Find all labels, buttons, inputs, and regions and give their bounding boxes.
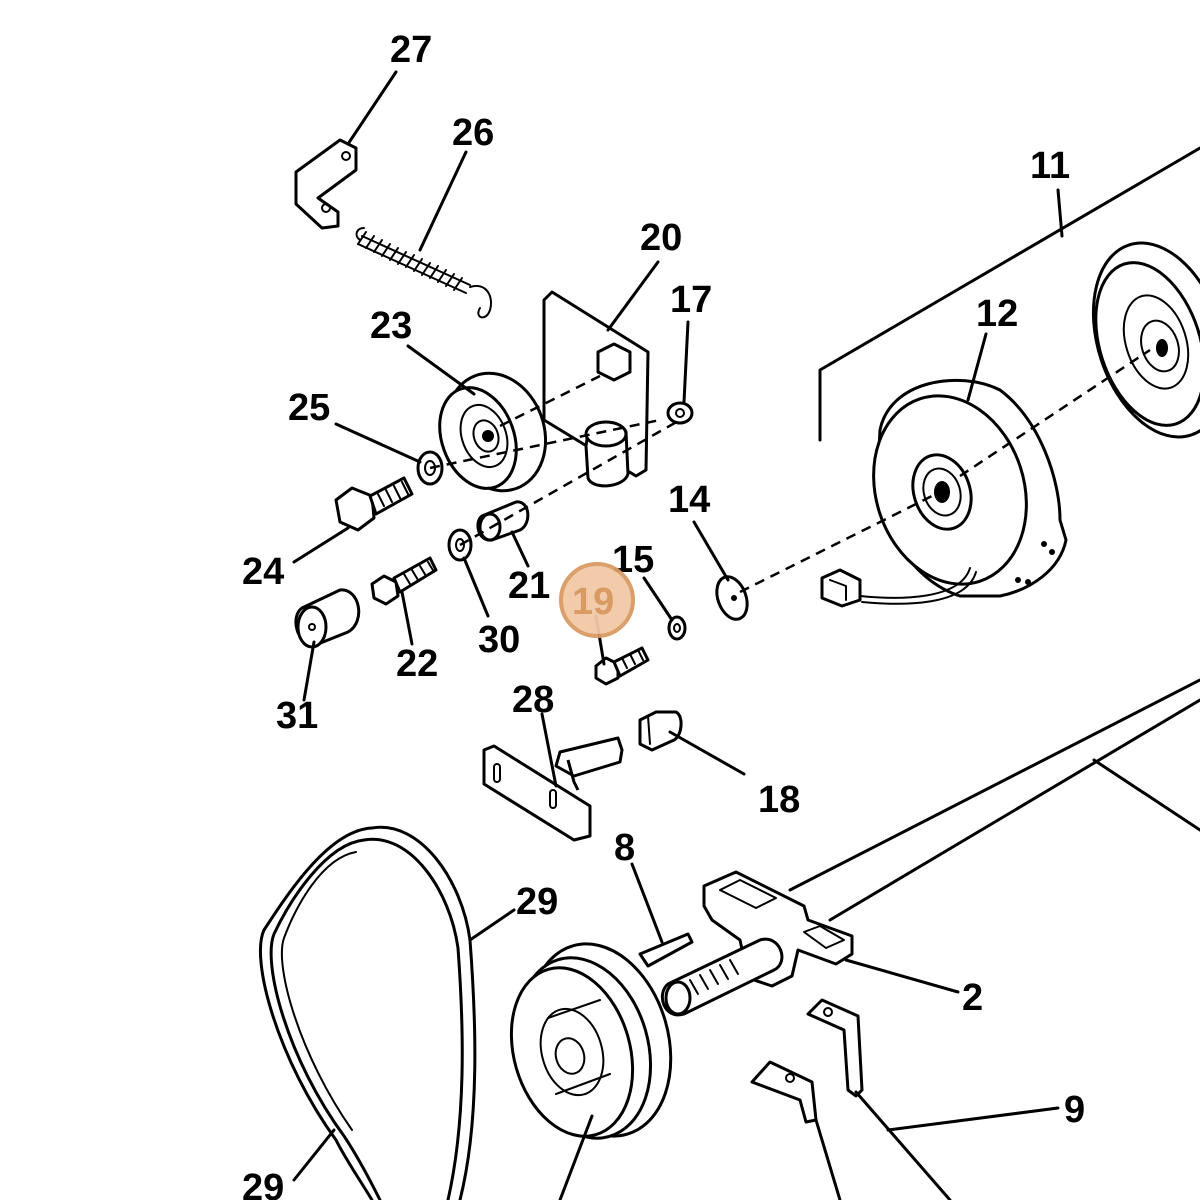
callout-26: 26 [452,112,494,154]
callout-2: 2 [962,977,983,1019]
leader-lines [292,70,1060,1200]
callout-28: 28 [512,679,554,721]
part-2-bearing [661,870,854,1017]
callout-29-lower: 29 [242,1167,284,1200]
callout-labels: 27 26 20 17 11 12 23 25 24 21 14 15 30 2… [242,29,1085,1200]
part-17-nut [666,401,694,425]
callout-11: 11 [1030,145,1070,187]
callout-21: 21 [508,565,550,607]
part-24-bolt [334,476,414,532]
callout-14: 14 [668,479,710,521]
part-29-belt [258,825,477,1200]
callout-18: 18 [758,779,800,821]
callout-31: 31 [276,695,318,737]
callout-20: 20 [640,217,682,259]
callout-17: 17 [670,279,712,321]
part-27-bracket [294,138,358,230]
part-19-bolt[interactable] [594,646,650,686]
part-21-spacer [476,500,530,542]
part-28-bracket [482,736,624,842]
callout-29-upper: 29 [516,881,558,923]
callout-22: 22 [396,643,438,685]
callout-27: 27 [390,29,432,71]
part-23-idler-pulley [438,371,548,493]
part-15-nut [667,615,687,641]
callout-25: 25 [288,387,330,429]
highlight-circle[interactable] [559,562,635,638]
callout-19[interactable]: 19 [572,581,614,623]
part-9-brackets [750,998,952,1200]
alignment-lines [429,348,1151,594]
part-18-key [638,710,683,752]
part-11-assembly-line [818,146,1200,442]
callout-8: 8 [614,827,635,869]
callout-12: 12 [976,293,1018,335]
callout-23: 23 [370,305,412,347]
part-12-clutch [820,378,1068,608]
part-26-spring [355,227,492,319]
part-large-pulley [1091,241,1200,439]
callout-9: 9 [1064,1089,1085,1131]
callout-30: 30 [478,619,520,661]
part-31-roller [294,588,361,649]
callout-24: 24 [242,551,284,593]
part-22-bolt [370,556,438,606]
part-14-washer [715,575,749,621]
part-lower-pulley [509,942,673,1140]
main-shaft [788,678,1200,922]
part-20-plate [542,290,650,488]
highlight-marker-19[interactable]: 19 [559,562,635,638]
part-8-key [638,932,694,968]
